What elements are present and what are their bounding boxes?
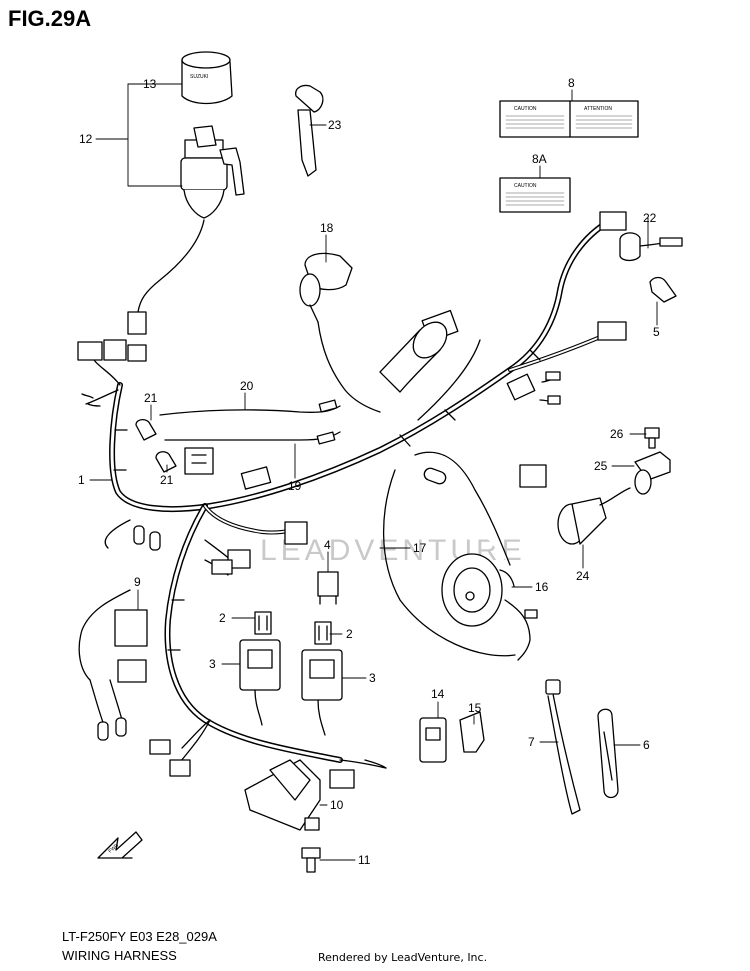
horn-16 bbox=[414, 451, 538, 661]
svg-text:CAUTION: CAUTION bbox=[514, 183, 537, 189]
fuse-box-3-right bbox=[301, 649, 343, 736]
callout-5: 5 bbox=[653, 325, 660, 339]
caution-label-8: CAUTION ATTENTION bbox=[499, 100, 639, 138]
callout-24: 24 bbox=[576, 569, 590, 583]
horn-lead-17 bbox=[382, 469, 516, 657]
ignition-key-23 bbox=[295, 84, 324, 177]
callout-1: 1 bbox=[78, 473, 85, 487]
switch-leads bbox=[159, 321, 381, 445]
callout-21-bottom: 21 bbox=[160, 473, 174, 487]
leader-lines bbox=[89, 83, 658, 861]
svg-text:ATTENTION: ATTENTION bbox=[584, 106, 612, 112]
callout-22: 22 bbox=[643, 211, 657, 225]
callout-2-left: 2 bbox=[219, 611, 226, 625]
callout-2-right: 2 bbox=[346, 627, 353, 641]
fuse-2-right bbox=[314, 621, 332, 645]
ignition-switch: SUZUKI bbox=[127, 51, 245, 335]
callout-6: 6 bbox=[643, 738, 650, 752]
starter-relay-4 bbox=[317, 571, 339, 605]
caution-label-8a: CAUTION bbox=[499, 177, 571, 213]
callout-25: 25 bbox=[594, 459, 608, 473]
bolt-11 bbox=[301, 847, 321, 873]
callout-3-left: 3 bbox=[209, 657, 216, 671]
callout-13: 13 bbox=[143, 77, 157, 91]
relay-9 bbox=[78, 589, 148, 741]
switch-24 bbox=[557, 487, 631, 545]
callout-19: 19 bbox=[288, 479, 302, 493]
callout-12: 12 bbox=[79, 132, 93, 146]
connector-14 bbox=[419, 717, 447, 763]
clamp-5 bbox=[649, 276, 677, 303]
callout-17: 17 bbox=[413, 541, 427, 555]
callout-23: 23 bbox=[328, 118, 342, 132]
model-code: LT-F250FY E03 E28_029A bbox=[62, 929, 217, 944]
clamp-6 bbox=[597, 708, 619, 799]
diagram-name: WIRING HARNESS bbox=[62, 948, 177, 963]
wire-caps-21 bbox=[135, 418, 177, 473]
callout-15: 15 bbox=[468, 701, 482, 715]
connector-22 bbox=[619, 232, 683, 262]
callout-14: 14 bbox=[431, 687, 445, 701]
callout-16: 16 bbox=[535, 580, 549, 594]
callout-21-top: 21 bbox=[144, 391, 158, 405]
coil-connector bbox=[379, 321, 448, 393]
svg-text:SUZUKI: SUZUKI bbox=[190, 74, 208, 80]
callout-3-right: 3 bbox=[369, 671, 376, 685]
rear-connectors bbox=[133, 525, 161, 551]
callout-8a: 8A bbox=[532, 152, 547, 166]
callout-18: 18 bbox=[320, 221, 334, 235]
fwd-arrow: FWD bbox=[97, 831, 143, 859]
callout-4: 4 bbox=[324, 538, 331, 552]
fuse-box-3-left bbox=[239, 639, 281, 726]
callout-10: 10 bbox=[330, 798, 344, 812]
callout-26: 26 bbox=[610, 427, 624, 441]
handlebar-switch bbox=[299, 252, 353, 323]
harness-connectors bbox=[77, 211, 627, 789]
callout-20: 20 bbox=[240, 379, 254, 393]
svg-text:CAUTION: CAUTION bbox=[514, 106, 537, 112]
bracket-25 bbox=[634, 451, 671, 495]
callout-9: 9 bbox=[134, 575, 141, 589]
cable-tie-7 bbox=[545, 679, 581, 815]
render-credit: Rendered by LeadVenture, Inc. bbox=[318, 951, 488, 964]
callout-8: 8 bbox=[568, 76, 575, 90]
callout-11: 11 bbox=[358, 853, 371, 867]
bracket-15 bbox=[459, 711, 485, 753]
bracket-10 bbox=[244, 759, 321, 831]
callout-7: 7 bbox=[528, 735, 535, 749]
bolt-26 bbox=[644, 427, 660, 449]
main-harness bbox=[85, 219, 611, 769]
harness-tape-bands bbox=[113, 349, 541, 651]
callout-numbers: 13 12 23 8 8A 18 22 5 20 21 21 1 19 26 2… bbox=[78, 76, 660, 867]
pigtail-wires bbox=[81, 371, 561, 769]
fuse-2-left bbox=[254, 611, 272, 635]
figure-title: FIG.29A bbox=[8, 6, 92, 31]
